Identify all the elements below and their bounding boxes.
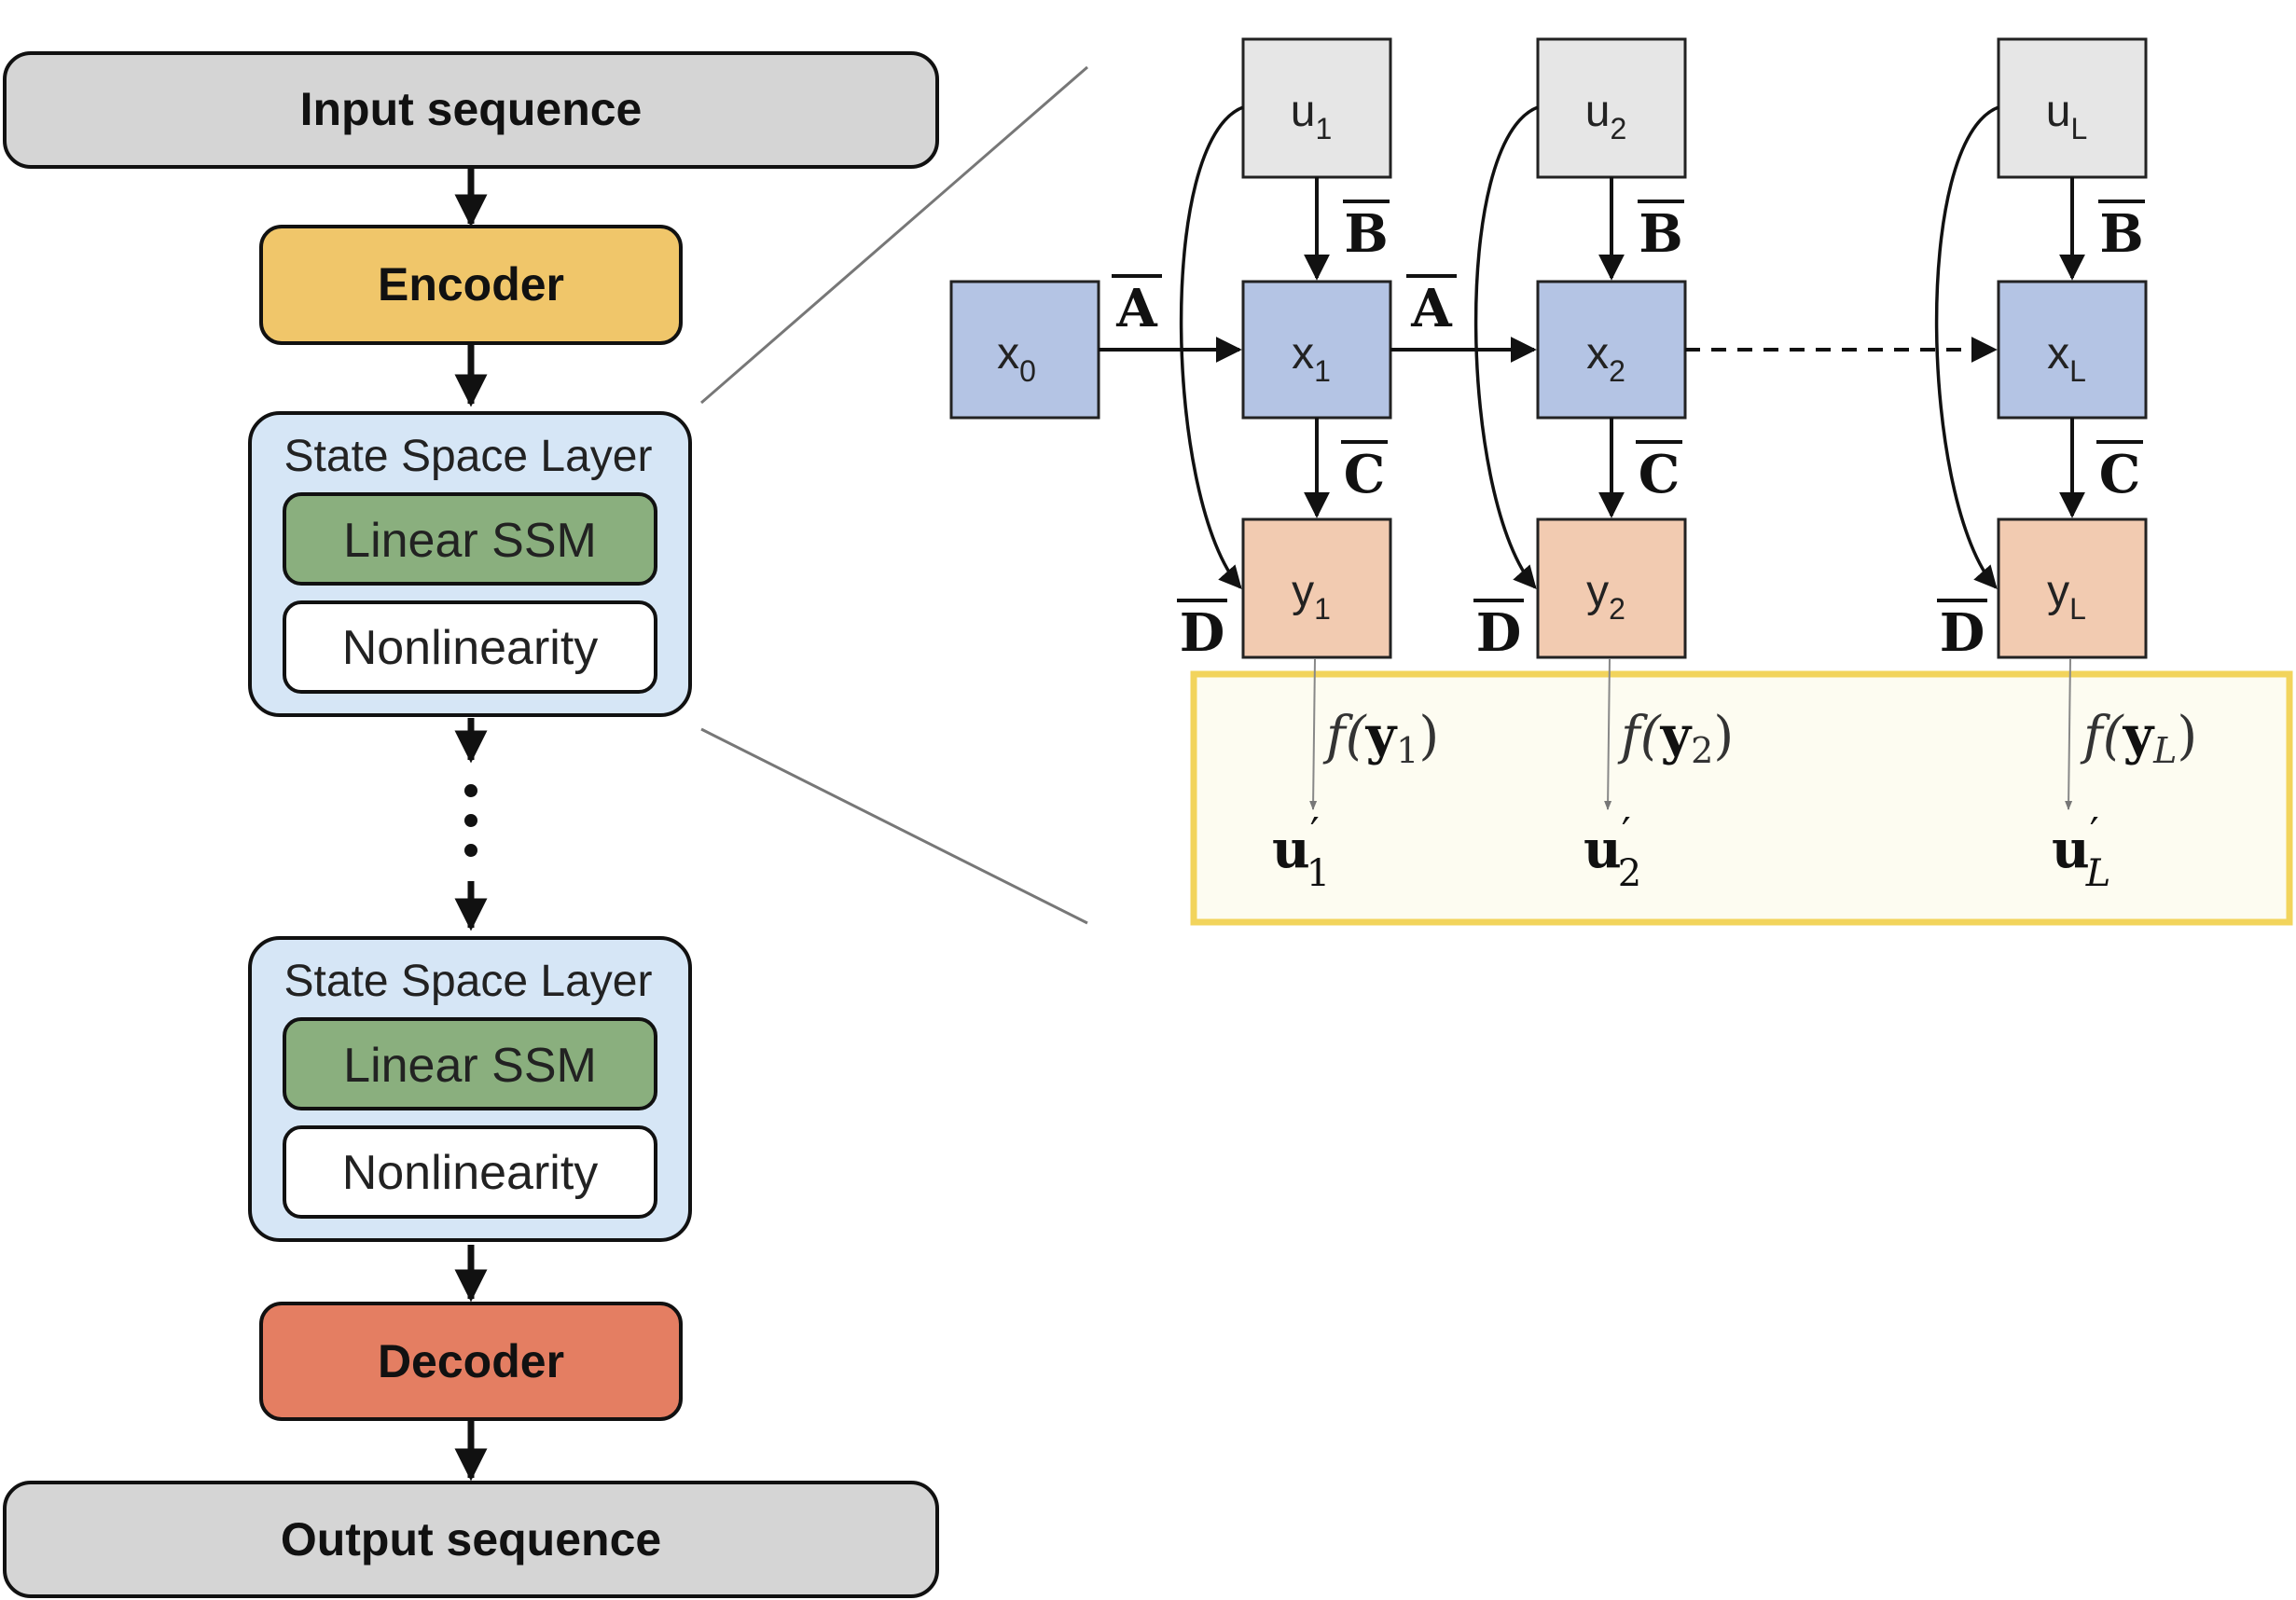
layer-2-title: State Space Layer: [284, 957, 653, 1006]
decoder-label: Decoder: [378, 1335, 564, 1387]
next-input-u2-prime: u′2: [1584, 809, 1641, 895]
zoom-line-top: [700, 65, 1088, 405]
input-uL-box: [1997, 37, 2148, 179]
input-u2-box: [1536, 37, 1687, 179]
encoder-box: Encoder: [259, 225, 683, 345]
matrix-C-label-1: C: [1344, 444, 1386, 505]
pipeline: Input sequence Encoder State Space Layer…: [3, 51, 939, 1598]
svg-text:x0: x0: [997, 329, 1036, 388]
matrix-C-label-2: C: [1639, 444, 1681, 505]
input-u1-label: u1: [1291, 87, 1333, 145]
matrix-D-label-L: D: [1940, 602, 1985, 664]
output-y1-label: y1: [1292, 567, 1331, 626]
state-space-layer-1: State Space Layer Linear SSM Nonlinearit…: [248, 411, 692, 717]
input-u2-label: u2: [1585, 87, 1627, 145]
input-u1-box: [1241, 37, 1392, 179]
state-x0-box: x0: [949, 280, 1100, 420]
state-x1-box: [1241, 280, 1392, 420]
input-sequence-label: Input sequence: [300, 83, 643, 135]
nonlinearity-highlight-box: [1190, 670, 2293, 926]
feedthrough-arrow-1: [1179, 105, 1244, 589]
linear-ssm-label-2: Linear SSM: [343, 1039, 597, 1093]
matrix-labels: A A B B B C C C D D D: [1112, 200, 2145, 664]
layer-continuation-dots: [454, 718, 488, 931]
state-xL-box: [1997, 280, 2148, 420]
state-xL-label: xL: [2047, 329, 2086, 388]
nonlinearity-label-1: Nonlinearity: [342, 621, 599, 675]
next-input-uL-prime: u′L: [2052, 809, 2110, 895]
linear-ssm-box-1: [283, 492, 657, 586]
state-x1-label: x1: [1292, 329, 1331, 388]
matrix-A-label-2: A: [1410, 278, 1453, 339]
output-y2-box: [1536, 517, 1687, 659]
nonlinearity-label-2: Nonlinearity: [342, 1146, 599, 1200]
layer-1-title: State Space Layer: [284, 432, 653, 481]
state-space-layer-2: State Space Layer Linear SSM Nonlinearit…: [248, 936, 692, 1242]
output-sequence-box: Output sequence: [3, 1481, 939, 1598]
nonlinearity-f-yL: f(yL): [2080, 705, 2197, 771]
matrix-D-label-2: D: [1476, 602, 1522, 664]
output-y2-label: y2: [1586, 567, 1625, 626]
nonlinearity-box-2: [283, 1125, 657, 1219]
step-2: u2 x2 y2 f(y2) u′2: [1473, 37, 1734, 895]
linear-ssm-box-2: [283, 1017, 657, 1110]
output-y1-box: [1241, 517, 1392, 659]
nonlinearity-f-y1: f(y1): [1322, 705, 1439, 771]
zoom-line-bottom: [700, 727, 1088, 925]
output-yL-label: yL: [2047, 567, 2086, 626]
nonlinearity-box-1: [283, 600, 657, 694]
linear-ssm-label-1: Linear SSM: [343, 514, 597, 568]
matrix-D-label-1: D: [1180, 602, 1225, 664]
feedthrough-arrow-2: [1473, 105, 1539, 589]
step-L: uL xL yL f(yL) u′L: [1934, 37, 2197, 895]
state-x2-label: x2: [1586, 329, 1625, 388]
matrix-B-label-1: B: [1344, 203, 1388, 265]
matrix-B-label-L: B: [2099, 203, 2143, 265]
step-1: u1 x1 y1 f(y1) u′1: [1179, 37, 1439, 895]
input-sequence-box: Input sequence: [3, 51, 939, 169]
matrix-B-label-2: B: [1639, 203, 1682, 265]
ssm-unrolled-detail: x0 u1 x1 y1 f(y1) u′1 u2 x2 y2: [949, 37, 2293, 926]
state-x2-box: [1536, 280, 1687, 420]
output-yL-box: [1997, 517, 2148, 659]
matrix-A-label-1: A: [1115, 278, 1158, 339]
feedthrough-arrow-L: [1934, 105, 1999, 589]
matrix-C-label-L: C: [2099, 444, 2141, 505]
input-uL-label: uL: [2046, 87, 2088, 145]
nonlinearity-f-y2: f(y2): [1617, 705, 1734, 771]
next-input-u1-prime: u′1: [1272, 809, 1330, 895]
output-sequence-label: Output sequence: [281, 1513, 661, 1566]
decoder-box: Decoder: [259, 1302, 683, 1421]
encoder-label: Encoder: [378, 258, 564, 310]
